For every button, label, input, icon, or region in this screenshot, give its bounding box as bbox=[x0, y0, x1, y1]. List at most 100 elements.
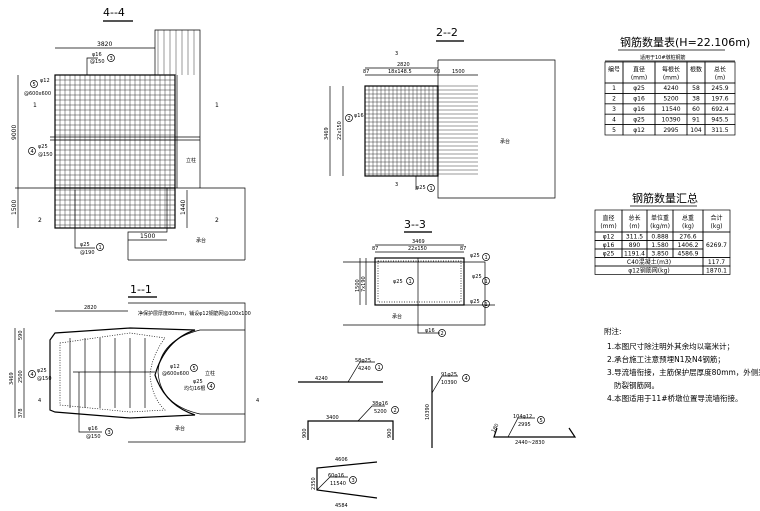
bar-segment: 4584 bbox=[335, 503, 348, 509]
cover-note: 净保护层厚度80mm，铺设φ12钢筋网@100x100 bbox=[138, 310, 251, 317]
bar-label: φ16 bbox=[92, 52, 102, 58]
cell-text: 197.6 bbox=[711, 96, 728, 103]
bar-number: 4 bbox=[31, 149, 34, 155]
dim-label: 1500 bbox=[452, 69, 465, 75]
bar-length: 10390 bbox=[425, 404, 431, 420]
rebar-grid bbox=[54, 74, 176, 228]
table-subtitle: 适用于10#墩桩钢筋 bbox=[640, 54, 686, 61]
rebar-quantity-table: 钢筋数量表(H=22.106m) 适用于10#墩桩钢筋 编号直径(mm)每根长(… bbox=[604, 35, 750, 136]
bar-label: @190 bbox=[80, 250, 95, 256]
view-title: 3--3 bbox=[404, 218, 426, 231]
column-label: 立柱 bbox=[205, 370, 215, 377]
notes-title: 附注: bbox=[604, 326, 622, 336]
bar-number: 5 bbox=[33, 82, 36, 88]
cell-text: φ16 bbox=[603, 242, 615, 249]
bar-length: 4240 bbox=[358, 366, 371, 372]
bar-number: 3 bbox=[352, 478, 355, 484]
dim-1500: 1500 bbox=[11, 200, 18, 215]
dim-label: 590 bbox=[18, 330, 24, 340]
bar-number: 2 bbox=[394, 408, 397, 414]
bar-shape-3: 4606 60φ16 11540 3 4584 2350 bbox=[311, 457, 378, 509]
bar-leg: 900 bbox=[387, 428, 393, 438]
notes: 附注: 1.本图尺寸除注明外其余均以毫米计； 2.承台施工注意预埋N1及N4钢筋… bbox=[604, 326, 760, 403]
bar-length: 10390 bbox=[441, 380, 457, 386]
bar-length: 2995 bbox=[518, 422, 531, 428]
header-unit: (m) bbox=[629, 223, 640, 230]
bar-length: 5200 bbox=[374, 409, 387, 415]
bar-number: 3 bbox=[108, 430, 111, 436]
bar-label: φ25 bbox=[193, 379, 203, 385]
bar-label: φ25 bbox=[470, 299, 480, 305]
cell-text: 1406.2 bbox=[678, 242, 699, 249]
view-title: 1--1 bbox=[130, 283, 152, 296]
table-cell bbox=[702, 265, 731, 275]
header-unit: (mm) bbox=[631, 75, 647, 82]
column-strips bbox=[157, 30, 195, 75]
header-text: 每根长 bbox=[662, 66, 680, 74]
cell-text: 276.6 bbox=[679, 233, 696, 240]
table-title: 钢筋数量表(H=22.106m) bbox=[620, 35, 750, 49]
cell-text: 311.5 bbox=[711, 127, 728, 134]
bar-label: φ25 bbox=[37, 368, 47, 374]
note-item: 2.承台施工注意预埋N1及N4钢筋； bbox=[607, 354, 725, 364]
view-title: 2--2 bbox=[436, 26, 458, 39]
header-text: 根数 bbox=[690, 66, 702, 74]
cell-text: 6269.7 bbox=[706, 242, 727, 249]
cell-text: 0.888 bbox=[651, 233, 668, 240]
cap-label: 承台 bbox=[175, 425, 185, 432]
cell-text: 60 bbox=[692, 106, 700, 113]
bar-shape-5: 104φ12 2995 5 2440~2830 180 bbox=[491, 414, 577, 446]
view-title: 4--4 bbox=[103, 6, 125, 19]
bar-count: 58φ25 bbox=[355, 358, 371, 364]
section-3-3: 3--3 承台 3469 87 22x150 87 1500 7x190 φ25… bbox=[343, 218, 495, 337]
dim-1500-cap: 1500 bbox=[140, 233, 155, 240]
dim-label: 3469 bbox=[412, 239, 425, 245]
bar-label: φ25 bbox=[472, 274, 482, 280]
bar-number: 4 bbox=[465, 376, 468, 382]
cap-label: 承台 bbox=[500, 138, 510, 145]
bar-label: @600x600 bbox=[24, 91, 51, 97]
bar-length: 4240 bbox=[315, 376, 328, 382]
section-mark-3: 3 bbox=[395, 182, 398, 188]
cell-text: 91 bbox=[692, 116, 700, 123]
header-unit: (mm) bbox=[663, 75, 679, 82]
cell-text: 4 bbox=[612, 116, 616, 123]
cell-text: φ12 bbox=[603, 233, 615, 240]
dim-label: 2820 bbox=[84, 305, 97, 311]
bar-number: 3 bbox=[110, 56, 113, 62]
section-mark-2: 2 bbox=[215, 217, 219, 224]
cell-text: 245.9 bbox=[711, 85, 728, 92]
bar-label: @600x600 bbox=[162, 371, 189, 377]
bar-range: 2440~2830 bbox=[515, 440, 545, 446]
cell-text: φ25 bbox=[633, 116, 645, 123]
dim-label: 7x190 bbox=[361, 276, 367, 292]
rebar-grid bbox=[364, 85, 478, 176]
cell-text: 4586.9 bbox=[678, 250, 699, 257]
cell-text: 2995 bbox=[663, 127, 678, 134]
dim-label: 1500 bbox=[355, 279, 361, 292]
section-mark-3: 3 bbox=[395, 51, 398, 57]
header-text: 总长 bbox=[628, 214, 640, 222]
bar-label: φ16 bbox=[88, 426, 98, 432]
bar-count: 60φ16 bbox=[328, 473, 344, 479]
header-unit: (kg/m) bbox=[650, 223, 670, 230]
bar-length: 11540 bbox=[330, 481, 346, 487]
dim-label: 60 bbox=[434, 69, 440, 75]
section-mark-4: 4 bbox=[256, 398, 259, 404]
bar-number: 1 bbox=[430, 186, 433, 192]
dim-label: 18x148.5 bbox=[388, 69, 412, 75]
cell-text: 11540 bbox=[661, 106, 680, 113]
cell-text: 10390 bbox=[661, 116, 680, 123]
bar-label: @150 bbox=[90, 59, 105, 65]
cell-text: 692.4 bbox=[711, 106, 728, 113]
bar-segment: 3400 bbox=[326, 415, 339, 421]
cell-text: 4240 bbox=[663, 85, 678, 92]
section-4-4: 4--4 立柱 承台 3820 9000 1500 1440 1500 1 1 … bbox=[11, 6, 246, 261]
bar-leg: 900 bbox=[302, 428, 308, 438]
cell-text: φ12 bbox=[633, 127, 645, 134]
bar-number: 1 bbox=[378, 365, 381, 371]
bar-label: φ25 bbox=[470, 253, 480, 259]
cell-text: 3 bbox=[612, 106, 616, 113]
bar-segment: 4606 bbox=[335, 457, 348, 463]
bar-number: 2 bbox=[441, 331, 444, 337]
